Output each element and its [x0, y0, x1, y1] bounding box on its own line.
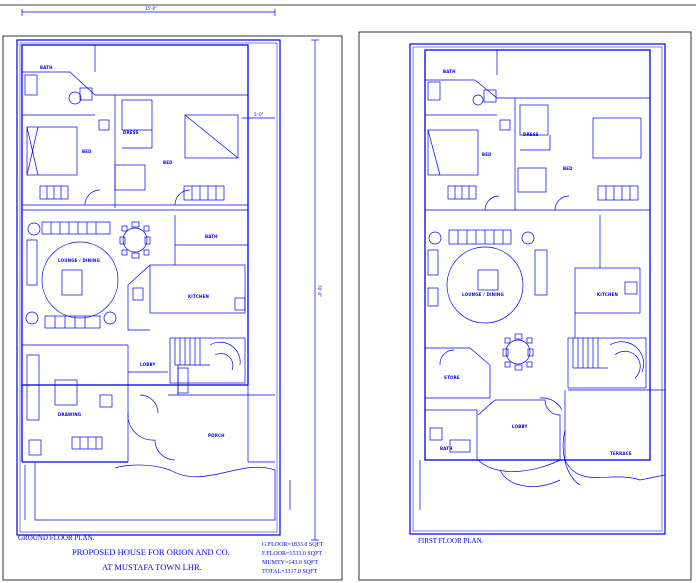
ground-sheet-frame	[2, 35, 343, 581]
area-f-floor: F.FLOOR=1533.0 SQFT	[262, 551, 322, 557]
ground-drawing-label: DRAWING	[58, 412, 81, 417]
first-kitchen-label: KITCHEN	[597, 292, 618, 297]
ground-floor-caption: GROUND FLOOR PLAN.	[18, 534, 95, 542]
ground-dim-side: 70'-0"	[317, 285, 322, 297]
area-mumty: MUMTY=143.0 SQFT	[262, 560, 318, 566]
ground-lounge-label: LOUNGE / DINING	[58, 258, 100, 263]
area-g-floor: G.FLOOR=1833.0 SQFT	[262, 542, 324, 548]
first-store-label: STORE	[444, 375, 460, 380]
first-floor-labels: BATH BED DRESS BED LOUNGE / DINING KITCH…	[440, 69, 632, 456]
first-dress-label: DRESS	[523, 132, 539, 137]
first-bed1-label: BED	[482, 152, 492, 157]
title-line1: PROPOSED HOUSE FOR ORION AND CO.	[72, 547, 230, 557]
ground-bed1-label: BED	[82, 149, 92, 154]
ground-dim-small: 5'-0"	[254, 112, 264, 117]
first-bed2-label: BED	[563, 166, 573, 171]
title-line2: AT MUSTAFA TOWN LHR.	[102, 562, 202, 572]
first-sheet-frame	[358, 31, 692, 581]
first-lounge-label: LOUNGE / DINING	[462, 292, 504, 297]
ground-porch-label: PORCH	[208, 433, 225, 438]
sheet-frames	[0, 4, 696, 581]
ground-bath-label: BATH	[40, 65, 53, 70]
ground-floor-plan: 35'-0" 70'-0" 5'-0"	[16, 6, 322, 541]
ground-dim-top: 35'-0"	[145, 6, 157, 11]
ground-kitchen-label: KITCHEN	[188, 294, 209, 299]
ground-bed2-label: BED	[163, 160, 173, 165]
first-bath2-label: BATH	[440, 446, 453, 451]
first-terrace-label: TERRACE	[610, 451, 632, 456]
first-bath-label: BATH	[443, 69, 456, 74]
ground-floor-labels: BATH BED DRESS BED BATH LOUNGE / DINING …	[40, 65, 225, 438]
ground-bath2-label: BATH	[205, 234, 218, 239]
first-lobby-label: LOBBY	[512, 424, 528, 429]
area-total: TOTAL=3317.0 SQFT	[262, 569, 317, 575]
ground-lobby-label: LOBBY	[140, 362, 156, 367]
first-floor-caption: FIRST FLOOR PLAN.	[418, 537, 484, 545]
ground-dress-label: DRESS	[123, 130, 139, 135]
first-floor-plan	[409, 43, 666, 535]
